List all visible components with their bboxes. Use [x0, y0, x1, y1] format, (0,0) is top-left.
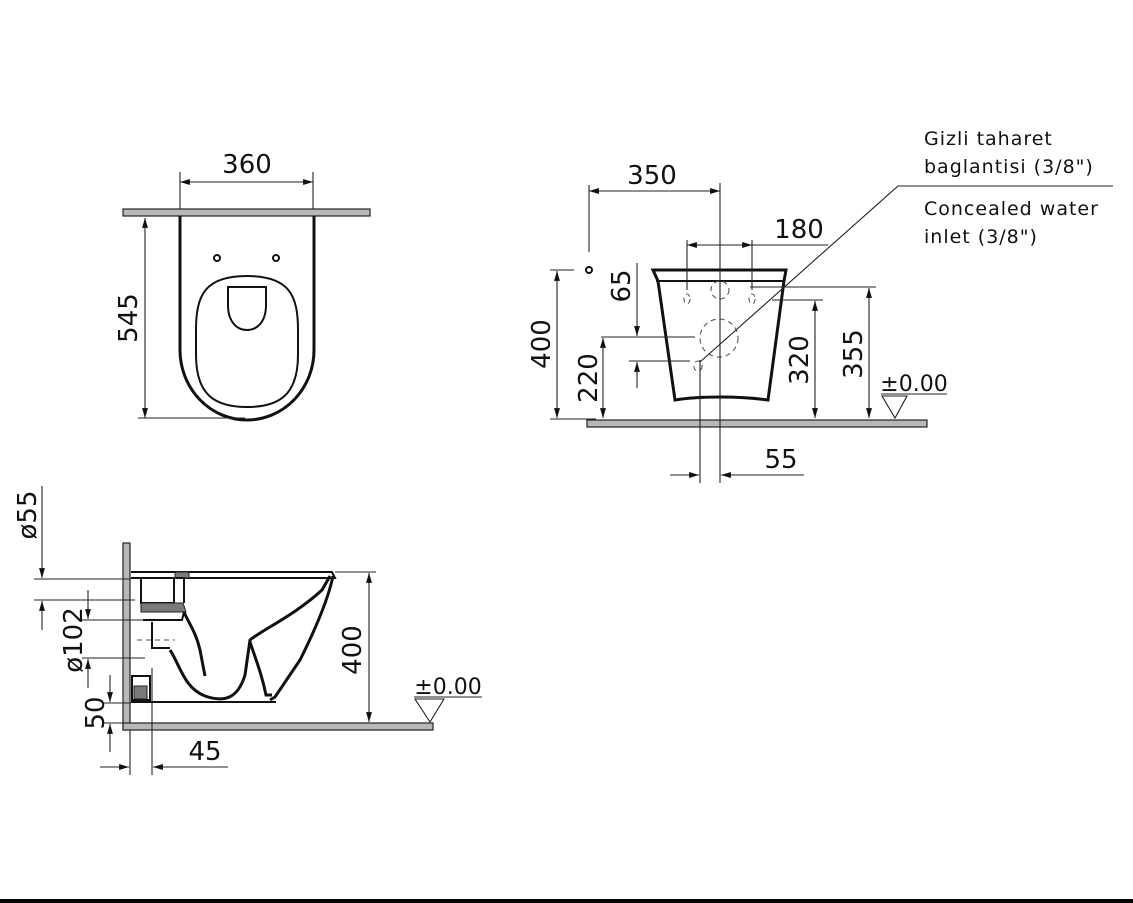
- pan-outline-front: [650, 268, 788, 402]
- dim-side-d102: ø102: [59, 607, 89, 673]
- seat-opening: [195, 274, 299, 409]
- dim-front-350: 350: [627, 161, 677, 191]
- water-inlet-note: Gizli taharet baglantisi (3/8") Conceale…: [924, 128, 1099, 248]
- floor-level-front: ±0.00: [880, 372, 947, 397]
- dim-side-50: 50: [81, 696, 111, 729]
- top-view: 360 545: [114, 150, 371, 422]
- dim-front-220: 220: [574, 353, 604, 403]
- note-en-line2: inlet (3/8"): [924, 226, 1038, 248]
- dim-front-180: 180: [774, 215, 824, 245]
- dim-front-355: 355: [839, 329, 869, 379]
- floor-section-side: [122, 722, 434, 731]
- dim-front-55: 55: [764, 445, 797, 475]
- note-en-line1: Concealed water: [924, 198, 1099, 220]
- note-tr-line1: Gizli taharet: [924, 128, 1053, 150]
- flush-opening: [227, 286, 267, 332]
- wall-section-top: [122, 208, 371, 217]
- dim-front-400: 400: [527, 319, 557, 369]
- dim-side-45: 45: [188, 737, 221, 767]
- fixing-hole-left: [213, 254, 221, 262]
- note-tr-line2: baglantisi (3/8"): [924, 156, 1094, 178]
- dim-top-width: 360: [222, 150, 272, 180]
- floor-level-side: ±0.00: [414, 675, 481, 700]
- inlet-marker: [585, 266, 593, 274]
- floor-section-front: [586, 419, 928, 428]
- dim-top-depth: 545: [114, 293, 144, 343]
- dim-front-65: 65: [607, 269, 637, 302]
- fixing-hole-right: [272, 254, 280, 262]
- dim-side-d55: ø55: [13, 491, 43, 540]
- bottom-border: [0, 899, 1133, 903]
- side-view: ø55 ø102 50 45 400 ±0.00: [13, 486, 482, 775]
- dim-side-400: 400: [338, 625, 368, 675]
- wall-section-side: [122, 542, 131, 731]
- bowl-outline-top: [178, 216, 316, 422]
- front-view: 350 180 65 400 220 320 355 ±0.00: [527, 161, 1113, 483]
- dim-front-320: 320: [785, 335, 815, 385]
